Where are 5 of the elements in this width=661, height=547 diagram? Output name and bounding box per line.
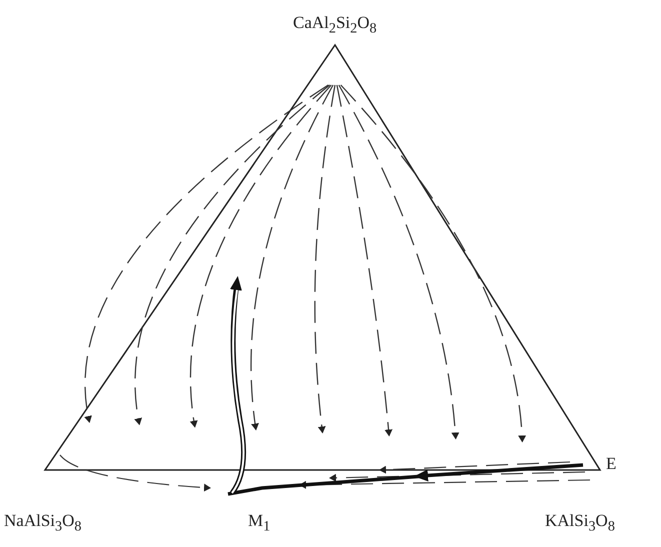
point-label: E: [606, 455, 616, 472]
corner-formula-label: KAlSi$_{3}$O$_{8}$: [545, 512, 615, 534]
corner-formula-label: NaAlSi$_{3}$O$_{8}$: [4, 512, 82, 534]
point-label: M$_{1}$: [248, 512, 270, 534]
corner-formula-label: CaAl$_{2}$Si$_{2}$O$_{8}$: [293, 14, 377, 36]
